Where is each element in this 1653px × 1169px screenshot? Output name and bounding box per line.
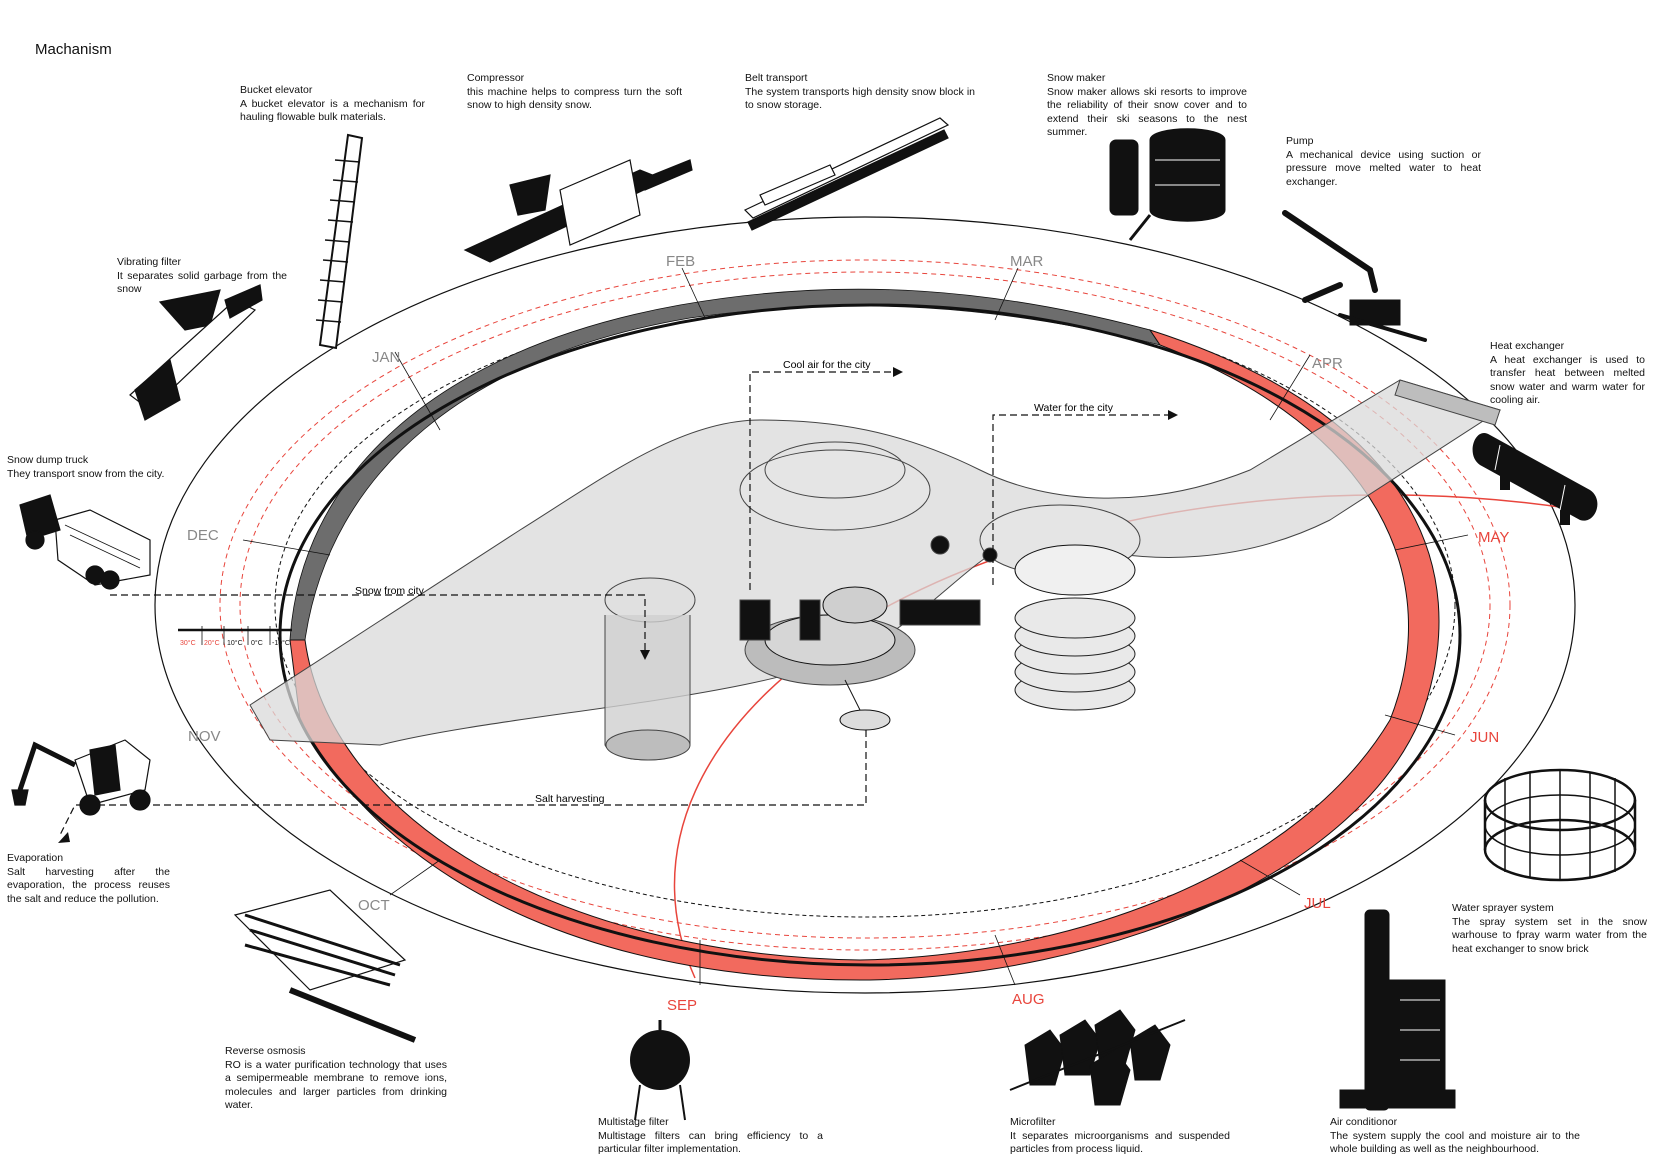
multistage-filter-icon: [630, 1020, 690, 1121]
note-bucket-elevator-text: A bucket elevator is a mechanism for hau…: [240, 97, 425, 124]
note-belt-transport: Belt transport The system transports hig…: [745, 72, 975, 113]
cool-air-path: [749, 371, 893, 590]
month-feb: FEB: [666, 253, 695, 270]
month-may: MAY: [1478, 529, 1509, 546]
note-bucket-elevator: Bucket elevator A bucket elevator is a m…: [240, 84, 425, 125]
note-air-conditioner-title: Air conditionor: [1330, 1116, 1398, 1128]
note-vibrating-filter-title: Vibrating filter: [117, 256, 182, 268]
snow-path: [110, 594, 646, 650]
central-plant: [249, 379, 1502, 761]
note-water-sprayer-title: Water sprayer system: [1452, 902, 1554, 914]
note-snow-maker-text: Snow maker allows ski resorts to improve…: [1047, 85, 1247, 139]
month-aug: AUG: [1012, 991, 1045, 1008]
note-compressor-title: Compressor: [467, 72, 525, 84]
water-sprayer-icon: [1483, 768, 1637, 882]
snow-maker-icon: [1109, 128, 1226, 241]
month-oct: OCT: [358, 897, 390, 914]
note-multistage-filter-text: Multistage filters can bring efficiency …: [598, 1129, 823, 1156]
note-evaporation-text: Salt harvesting after the evaporation, t…: [7, 865, 170, 905]
month-sep: SEP: [667, 997, 697, 1014]
note-reverse-osmosis: Reverse osmosis RO is a water purificati…: [225, 1045, 447, 1113]
inner-black-ring: [278, 303, 1462, 967]
temperature-scale: 30°C 20°C 10°C 0°C -10°C: [178, 626, 292, 647]
month-mar: MAR: [1010, 253, 1044, 270]
note-pump-text: A mechanical device using suction or pre…: [1286, 148, 1481, 188]
note-pump-title: Pump: [1286, 135, 1314, 147]
red-season-band: [289, 329, 1440, 981]
note-heat-exchanger-title: Heat exchanger: [1490, 340, 1565, 352]
note-heat-exchanger-text: A heat exchanger is used to transfer hea…: [1490, 353, 1645, 407]
note-snow-dump-truck-text: They transport snow from the city.: [7, 467, 165, 480]
air-conditioner-icon: [1339, 909, 1456, 1111]
month-nov: NOV: [188, 728, 221, 745]
compressor-icon: [463, 159, 693, 263]
scale-20: 20°C: [204, 639, 220, 647]
note-multistage-filter-title: Multistage filter: [598, 1116, 669, 1128]
note-snow-maker-title: Snow maker: [1047, 72, 1106, 84]
note-air-conditioner-text: The system supply the cool and moisture …: [1330, 1129, 1580, 1156]
note-vibrating-filter-text: It separates solid garbage from the snow: [117, 269, 287, 296]
note-evaporation-title: Evaporation: [7, 852, 64, 864]
water-path: [992, 414, 1168, 585]
scale-30: 30°C: [180, 639, 196, 647]
page-title: Machanism: [35, 41, 112, 58]
evaporation-excavator-icon: [11, 739, 151, 816]
month-dec: DEC: [187, 527, 219, 544]
note-vibrating-filter: Vibrating filter It separates solid garb…: [117, 256, 287, 297]
note-snow-maker: Snow maker Snow maker allows ski resorts…: [1047, 72, 1247, 140]
water-label: Water for the city: [1034, 402, 1114, 414]
note-air-conditioner: Air conditionor The system supply the co…: [1330, 1116, 1580, 1157]
note-evaporation: Evaporation Salt harvesting after the ev…: [7, 852, 170, 906]
belt-transport-icon: [743, 117, 950, 231]
bucket-elevator-icon: [315, 133, 364, 350]
note-reverse-osmosis-title: Reverse osmosis: [225, 1045, 306, 1057]
dashed-red-ring-1: [219, 259, 1511, 951]
snow-dump-truck-icon: [19, 494, 151, 590]
note-water-sprayer-text: The spray system set in the snow warhous…: [1452, 915, 1647, 955]
pump-icon: [1282, 210, 1427, 342]
vibrating-filter-icon: [129, 284, 263, 421]
scale-0: 0°C: [251, 639, 263, 647]
note-microfilter: Microfilter It separates microorganisms …: [1010, 1116, 1230, 1157]
note-pump: Pump A mechanical device using suction o…: [1286, 135, 1481, 189]
month-apr: APR: [1312, 355, 1343, 372]
dashed-black-ring: [274, 292, 1456, 918]
heat-exchanger-icon: [1472, 432, 1598, 525]
note-belt-transport-title: Belt transport: [745, 72, 808, 84]
scale-10: 10°C: [227, 639, 243, 647]
outer-black-ring: [154, 216, 1576, 994]
salt-label: Salt harvesting: [535, 793, 605, 805]
month-jun: JUN: [1470, 729, 1499, 746]
note-belt-transport-text: The system transports high density snow …: [745, 85, 975, 112]
snow-label: Snow from city: [355, 585, 425, 597]
month-jan: JAN: [372, 349, 400, 366]
microfilter-icon: [1009, 1009, 1186, 1106]
note-compressor-text: this machine helps to compress turn the …: [467, 85, 682, 112]
salt-path: [59, 730, 867, 836]
cool-air-label: Cool air for the city: [783, 359, 871, 371]
scale-minus10: -10°C: [272, 639, 290, 647]
note-bucket-elevator-title: Bucket elevator: [240, 84, 313, 96]
note-reverse-osmosis-text: RO is a water purification technology th…: [225, 1058, 447, 1112]
reverse-osmosis-icon: [233, 889, 417, 1043]
note-multistage-filter: Multistage filter Multistage filters can…: [598, 1116, 823, 1157]
note-heat-exchanger: Heat exchanger A heat exchanger is used …: [1490, 340, 1645, 408]
note-snow-dump-truck: Snow dump truck They transport snow from…: [7, 454, 182, 481]
note-microfilter-title: Microfilter: [1010, 1116, 1056, 1128]
dashed-red-ring-2: [239, 271, 1491, 939]
month-jul: JUL: [1304, 895, 1331, 912]
note-water-sprayer: Water sprayer system The spray system se…: [1452, 902, 1647, 956]
note-compressor: Compressor this machine helps to compres…: [467, 72, 682, 113]
note-microfilter-text: It separates microorganisms and suspende…: [1010, 1129, 1230, 1156]
note-snow-dump-truck-title: Snow dump truck: [7, 454, 89, 466]
